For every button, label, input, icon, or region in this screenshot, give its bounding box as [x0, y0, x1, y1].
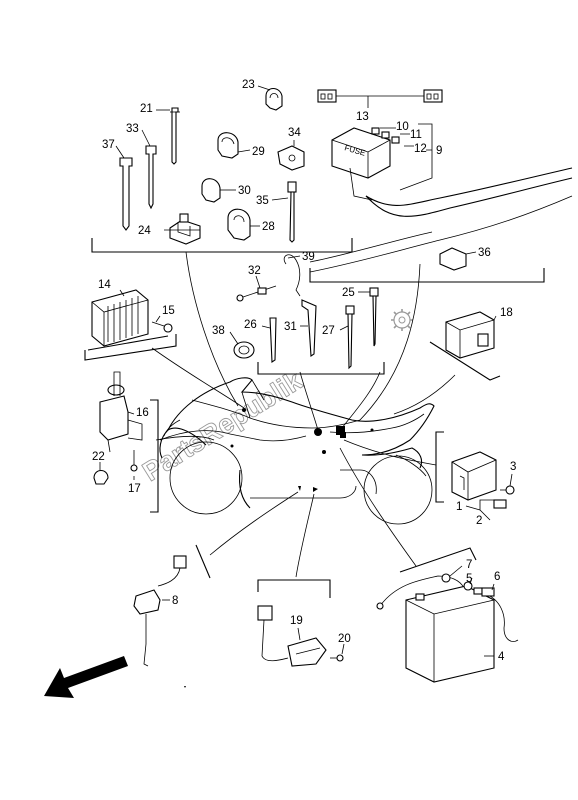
part-26-tie [269, 317, 277, 363]
callout-28: 28 [262, 221, 275, 233]
part-39-clip [283, 254, 301, 297]
callout-27: 27 [322, 325, 335, 337]
part-38-grommet [233, 341, 255, 359]
callout-18: 18 [500, 307, 513, 319]
callout-12: 12 [414, 143, 427, 155]
part-7-cable [376, 573, 465, 610]
callout-9: 9 [436, 145, 442, 157]
part-6-cable [481, 587, 519, 642]
callout-20: 20 [338, 633, 351, 645]
callout-3: 3 [510, 461, 516, 473]
callout-22: 22 [92, 451, 105, 463]
callout-16: 16 [136, 407, 149, 419]
callout-33: 33 [126, 123, 139, 135]
part-1-horn [451, 451, 497, 501]
callout-25: 25 [342, 287, 355, 299]
part-17-screw [130, 450, 138, 472]
part-2-connector [493, 499, 507, 509]
part-8-sensor [133, 555, 187, 667]
callout-26: 26 [244, 319, 257, 331]
callout-5: 5 [466, 573, 472, 585]
brackets [84, 238, 545, 598]
callout-2: 2 [476, 515, 482, 527]
part-31-tie [301, 299, 317, 357]
callout-34: 34 [288, 127, 301, 139]
callout-6: 6 [494, 571, 500, 583]
callout-11: 11 [410, 129, 422, 141]
part-18-relay [445, 311, 495, 359]
callout-39: 39 [302, 251, 315, 263]
callout-4: 4 [498, 651, 505, 663]
leader-lines [151, 251, 456, 578]
callout-23: 23 [242, 79, 255, 91]
part-9-fuse-box: FUSE [309, 127, 573, 273]
part-19-solenoid [257, 605, 327, 667]
part-36-clamp [439, 247, 467, 271]
part-22-cap [93, 469, 109, 485]
callout-35: 35 [256, 195, 269, 207]
part-13-connector [317, 89, 443, 108]
gear-icon [391, 309, 413, 331]
callout-29: 29 [252, 146, 265, 158]
part-20-bolt [330, 654, 344, 662]
callout-19: 19 [290, 615, 303, 627]
callout-15: 15 [162, 305, 175, 317]
part-30-clamp [201, 178, 221, 203]
callout-21: 21 [140, 103, 153, 115]
part-34-bracket [277, 145, 305, 171]
callout-10: 10 [396, 121, 409, 133]
callout-7: 7 [466, 559, 472, 571]
callout-8: 8 [172, 595, 178, 607]
callout-leaders [99, 85, 513, 657]
callout-1: 1 [456, 501, 462, 513]
callout-32: 32 [248, 265, 261, 277]
part-4-battery [405, 585, 495, 683]
part-15-bolt [151, 321, 173, 333]
callout-37: 37 [102, 139, 115, 151]
motorcycle-outline [159, 377, 435, 525]
callout-labels: 21 33 37 23 29 30 24 28 34 35 13 10 11 1… [92, 79, 516, 663]
part-33-cable-tie [145, 145, 157, 210]
callout-17: 17 [128, 483, 141, 495]
part-16-ignition-switch [99, 371, 143, 453]
direction-arrow-icon [44, 656, 128, 698]
part-28-clamp [227, 208, 251, 241]
callout-14: 14 [98, 279, 111, 291]
part-14-regulator [91, 289, 149, 347]
part-25-tie [369, 287, 379, 347]
part-37-cable-tie [119, 157, 133, 231]
part-3-bolt [500, 485, 515, 495]
callout-24: 24 [138, 225, 151, 237]
callout-36: 36 [478, 247, 491, 259]
part-35-tie [287, 181, 297, 243]
part-21-cable-tie [170, 107, 180, 165]
callout-13: 13 [356, 111, 369, 123]
part-32-lead [236, 285, 277, 302]
part-23-clamp [265, 87, 283, 111]
part-29-clamp [217, 132, 239, 159]
part-24-holder [169, 213, 201, 245]
callout-30: 30 [238, 185, 251, 197]
callout-38: 38 [212, 325, 225, 337]
part-27-tie [345, 305, 355, 370]
callout-31: 31 [284, 321, 297, 333]
